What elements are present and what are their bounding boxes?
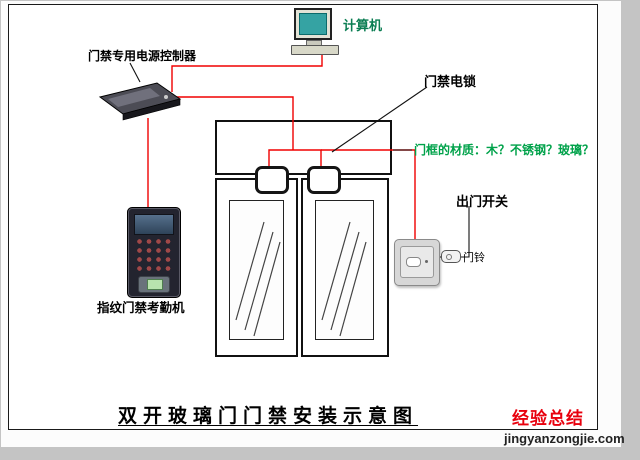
fingerprint-reader-label: 指纹门禁考勤机 [97,301,185,315]
power-controller-label: 门禁专用电源控制器 [88,49,197,63]
computer-keyboard-icon [291,45,339,55]
watermark-site: jingyanzongjie.com [504,431,625,446]
fingerprint-reader-keypad [135,237,173,273]
electric-lock-left-icon [255,166,289,194]
glass-pane-left [229,200,284,340]
computer-screen [299,13,327,35]
computer-monitor-icon [294,8,332,40]
fingerprint-sensor-window [147,279,163,290]
glass-pane-right [315,200,374,340]
doorbell-button [446,254,452,260]
electric-lock-label: 门禁电锁 [424,74,477,89]
diagram-title: 双开玻璃门门禁安装示意图 [118,406,419,427]
computer-label: 计算机 [343,18,383,33]
doorbell-icon [441,250,461,263]
exit-switch-label: 出门开关 [456,194,509,209]
fingerprint-sensor [138,276,170,293]
frame-material-label: 门框的材质：木？不锈钢？玻璃？ [414,143,595,157]
fingerprint-reader-icon [127,207,181,298]
exit-switch-button [406,257,421,267]
exit-switch-icon [394,239,440,286]
door-frame-transom [215,120,392,175]
exit-switch-led [425,260,428,263]
exit-switch-plate [400,246,434,278]
doorbell-label: 门铃 [463,252,485,264]
watermark-title: 经验总结 [512,409,584,428]
electric-lock-right-icon [307,166,341,194]
fingerprint-reader-screen [134,214,174,235]
